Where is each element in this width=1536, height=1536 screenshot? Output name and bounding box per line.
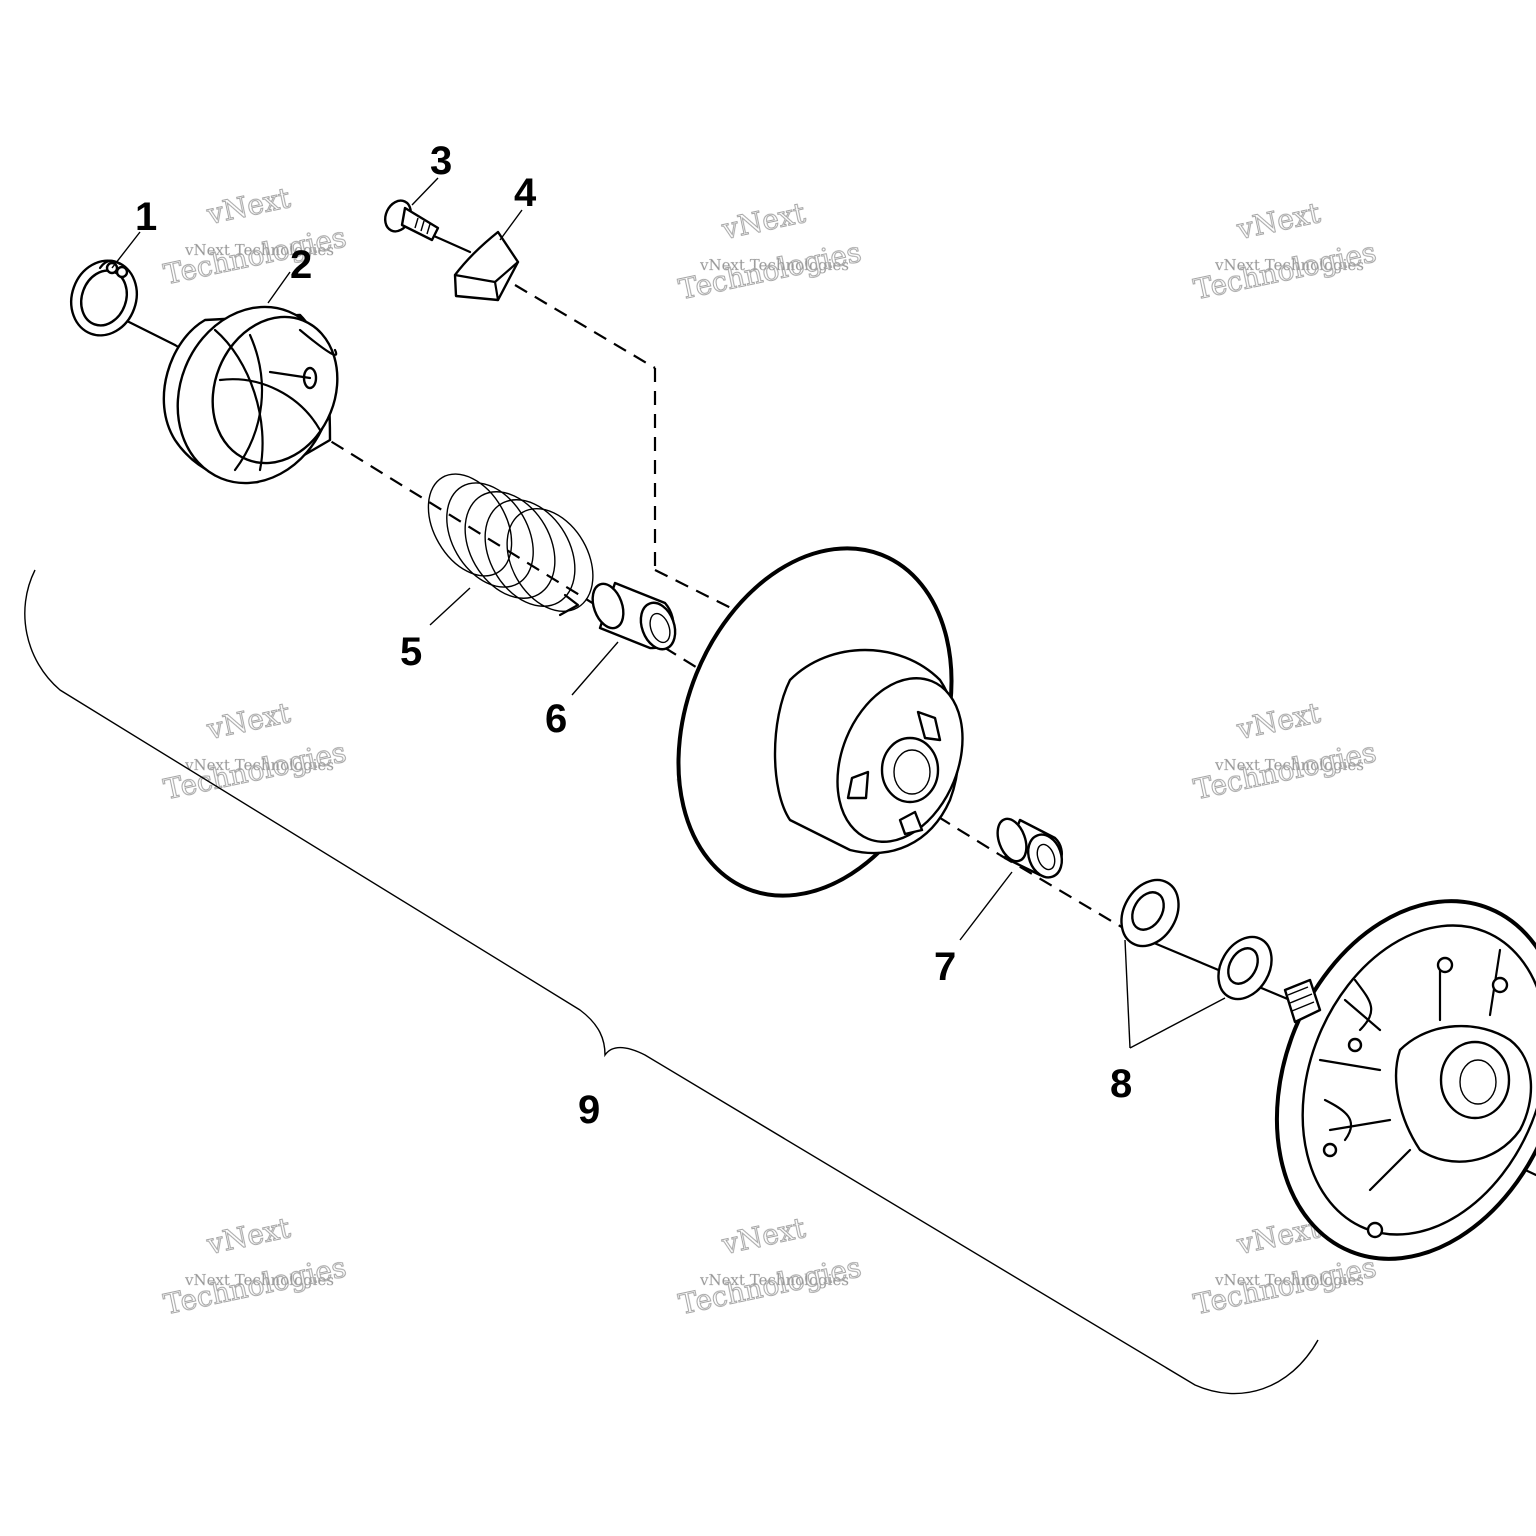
part-7-sleeve: [996, 817, 1064, 879]
part-3-bolt: [383, 199, 440, 242]
svg-text:vNext Technologies: vNext Technologies: [184, 756, 334, 774]
callout-7: 7: [934, 945, 956, 989]
svg-text:Technologies: Technologies: [1191, 1250, 1379, 1321]
svg-text:vNext Technologies: vNext Technologies: [184, 241, 334, 259]
svg-text:vNext Technologies: vNext Technologies: [699, 256, 849, 274]
watermark: vNext vNext Technologies Technologies: [160, 1210, 349, 1321]
svg-text:Technologies: Technologies: [161, 1250, 349, 1321]
watermark: vNext vNext Technologies Technologies: [675, 195, 864, 306]
svg-text:Technologies: Technologies: [161, 220, 349, 291]
part-4-shoe: [453, 230, 520, 302]
callout-8: 8: [1110, 1062, 1132, 1106]
svg-text:vNext Technologies: vNext Technologies: [699, 1271, 849, 1289]
part-6-bushing: [591, 581, 677, 651]
svg-text:vNext: vNext: [718, 196, 809, 246]
callout-4: 4: [514, 171, 537, 215]
part-2-cam: [162, 305, 339, 485]
bracket-9: [24, 569, 1319, 1395]
svg-text:Technologies: Technologies: [161, 735, 349, 806]
svg-text:vNext Technologies: vNext Technologies: [1214, 756, 1364, 774]
callout-6: 6: [545, 697, 567, 741]
watermark: vNext vNext Technologies Technologies: [1190, 695, 1379, 806]
svg-text:vNext: vNext: [1233, 696, 1324, 746]
svg-text:Technologies: Technologies: [1191, 235, 1379, 306]
part-5-spring: [427, 473, 594, 617]
svg-text:vNext Technologies: vNext Technologies: [1214, 256, 1364, 274]
callouts: 1 2 3 4 5 6 7 8 9: [135, 139, 1132, 1132]
callout-2: 2: [290, 243, 312, 287]
callout-5: 5: [400, 630, 422, 674]
svg-text:Technologies: Technologies: [676, 235, 864, 306]
svg-text:vNext Technologies: vNext Technologies: [184, 1271, 334, 1289]
svg-text:Technologies: Technologies: [1191, 735, 1379, 806]
svg-text:vNext: vNext: [203, 696, 294, 746]
leader-lines: [111, 177, 1226, 1049]
part-8-washers: [1120, 878, 1273, 1001]
svg-text:Technologies: Technologies: [676, 1250, 864, 1321]
svg-text:vNext: vNext: [718, 1211, 809, 1261]
watermark: vNext vNext Technologies Technologies: [160, 695, 349, 806]
callout-3: 3: [430, 139, 452, 183]
callout-1: 1: [135, 195, 157, 239]
svg-text:vNext Technologies: vNext Technologies: [1214, 1271, 1364, 1289]
watermark: vNext vNext Technologies Technologies: [675, 1210, 864, 1321]
svg-text:vNext: vNext: [1233, 196, 1324, 246]
watermark: vNext vNext Technologies Technologies: [160, 180, 349, 291]
svg-text:vNext: vNext: [203, 181, 294, 231]
movable-sheave: [676, 546, 964, 898]
svg-text:vNext: vNext: [203, 1211, 294, 1261]
callout-9: 9: [578, 1088, 600, 1132]
part-1-circlip: [70, 259, 138, 337]
fixed-sheave: [1274, 899, 1536, 1261]
watermark: vNext vNext Technologies Technologies: [1190, 195, 1379, 306]
